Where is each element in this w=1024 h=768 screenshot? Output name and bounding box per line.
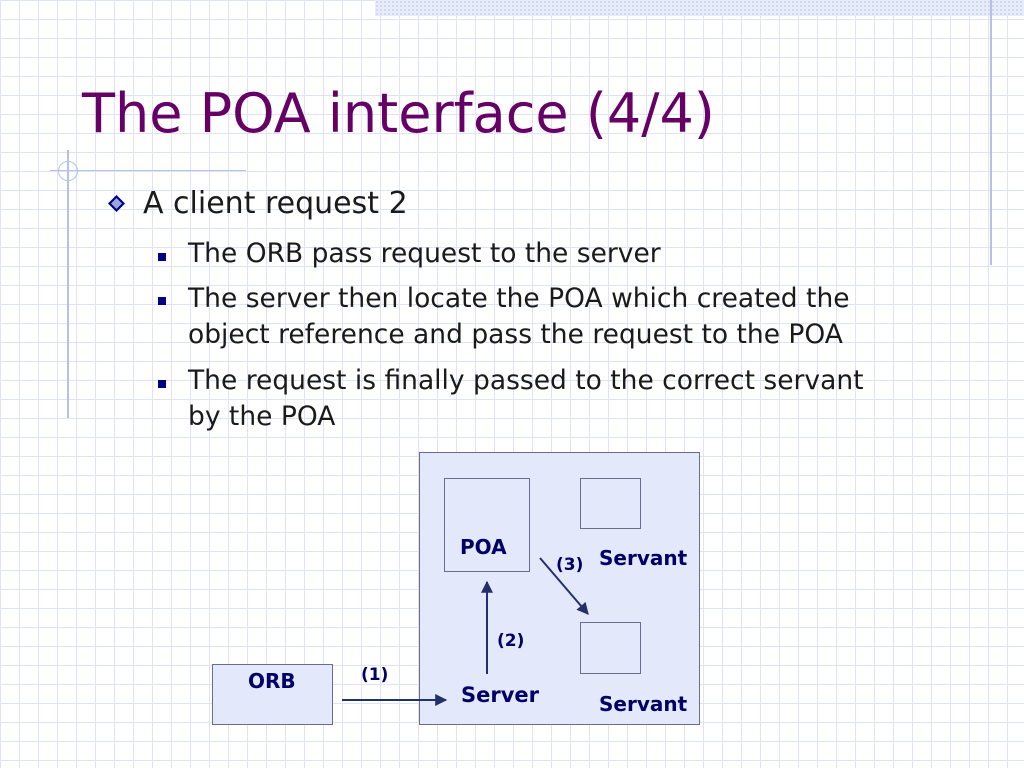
decorative-top-band — [375, 0, 1024, 16]
step-2-label: (2) — [497, 631, 525, 651]
decorative-vertical-line-right — [990, 0, 992, 265]
bullet-level1-text: A client request 2 — [143, 186, 408, 221]
square-bullet-icon — [158, 253, 166, 261]
bullet-item-3-line2: by the POA — [188, 401, 336, 432]
step-1-label: (1) — [361, 665, 389, 685]
slide-title: The POA interface (4/4) — [82, 82, 715, 145]
bullet-item-3-line1: The request is finally passed to the cor… — [188, 365, 864, 396]
servant-label-bottom: Servant — [599, 692, 688, 716]
server-label: Server — [461, 683, 540, 707]
square-bullet-icon — [158, 297, 166, 305]
servant-box-top — [580, 478, 641, 529]
arrow-poa-to-servant — [539, 557, 589, 615]
orb-box — [212, 664, 333, 725]
step-3-label: (3) — [556, 555, 584, 575]
servant-label-top: Servant — [599, 546, 688, 570]
decorative-circle — [58, 161, 78, 181]
poa-box — [444, 478, 530, 572]
decorative-title-underline — [50, 170, 246, 171]
bullet-item-2-line2: object reference and pass the request to… — [188, 319, 843, 350]
poa-label: POA — [460, 535, 507, 559]
bullet-item-1-line1: The ORB pass request to the server — [188, 238, 661, 269]
orb-label: ORB — [248, 669, 296, 693]
diamond-bullet-icon — [108, 195, 125, 212]
bullet-item-2-line1: The server then locate the POA which cre… — [188, 283, 850, 314]
servant-box-bottom — [580, 622, 641, 674]
square-bullet-icon — [158, 380, 166, 388]
decorative-vertical-line-left — [67, 150, 69, 418]
